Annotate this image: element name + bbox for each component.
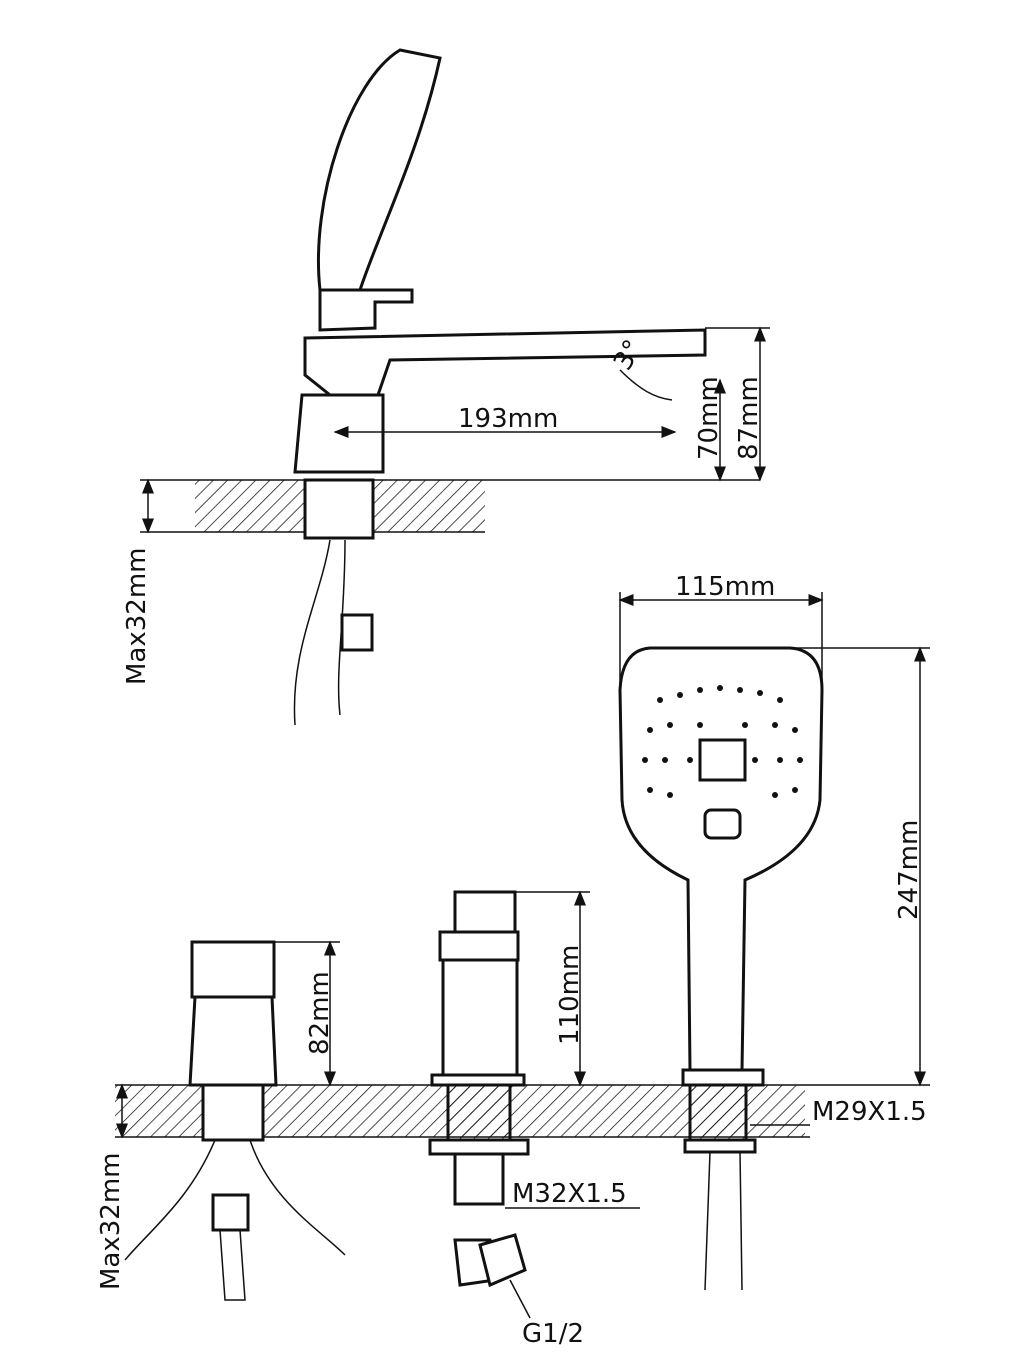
dim-max32-front: Max32mm [96,1153,126,1291]
front-view: 82mm 110mm M32X1.5 G1/2 [96,572,930,1349]
center-nozzle [698,738,747,782]
spray-holes [642,685,803,798]
inlet-g12: G1/2 [522,1319,584,1349]
dim-82: 82mm [305,971,335,1055]
shower-holder [318,288,414,332]
thread-m29: M29X1.5 [812,1097,927,1127]
spout [303,328,707,397]
dim-87: 87mm [734,376,764,460]
dim-193: 193mm [458,404,558,434]
dim-110: 110mm [555,945,585,1045]
spout-top [453,890,517,934]
dim-max32-side: Max32mm [122,548,152,686]
hand-shower-front [618,646,824,1072]
handle-shank [201,1083,265,1142]
inlet-nut [478,1233,527,1288]
spout-column [441,958,519,1077]
mode-button [703,808,742,840]
hose-nut [340,613,374,652]
hand-shower-side [316,48,442,292]
side-view: 193mm 70mm 87mm 3° Max32mm [122,48,770,726]
dim-115: 115mm [675,572,775,602]
body-base [293,393,385,474]
hose [293,539,331,726]
handle-body [188,995,278,1087]
handle-cap [190,940,276,999]
mount-shank [303,478,375,540]
dim-247: 247mm [894,820,924,920]
thread-m32: M32X1.5 [512,1179,627,1209]
dim-70: 70mm [694,376,724,460]
